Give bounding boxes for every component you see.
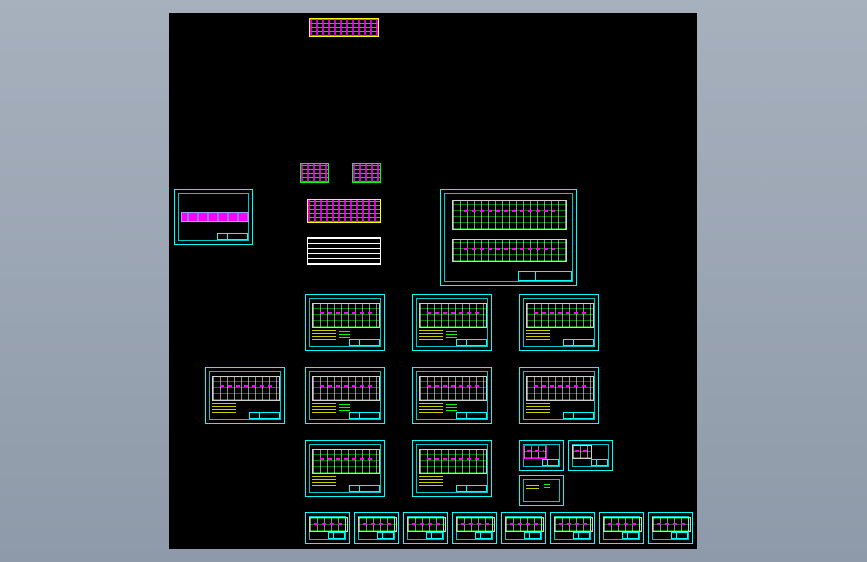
drawing-sheet-bottom-3[interactable] bbox=[403, 512, 448, 544]
detail-drawing-b[interactable] bbox=[352, 163, 381, 183]
drawing-sheet-r1-c2[interactable] bbox=[412, 294, 492, 351]
title-block bbox=[562, 412, 594, 419]
drawing-sheet-bottom-4[interactable] bbox=[452, 512, 497, 544]
title-block bbox=[541, 459, 559, 466]
drawing-sheet-bottom-8[interactable] bbox=[648, 512, 693, 544]
drawing-sheet-r2-c2[interactable] bbox=[412, 367, 492, 424]
title-block bbox=[376, 532, 394, 539]
drawing-sheet-r2-c3[interactable] bbox=[519, 367, 599, 424]
title-block bbox=[562, 339, 594, 346]
title-block bbox=[327, 532, 345, 539]
drawing-sheet-r3-c1[interactable] bbox=[305, 440, 385, 497]
title-block bbox=[217, 233, 248, 240]
drawing-sheet-bottom-1[interactable] bbox=[305, 512, 350, 544]
drawing-sheet-main[interactable] bbox=[440, 189, 577, 286]
top-plan-drawing[interactable] bbox=[309, 18, 379, 37]
drawing-sheet-r2-c1[interactable] bbox=[305, 367, 385, 424]
title-block bbox=[621, 532, 639, 539]
title-block bbox=[455, 412, 487, 419]
title-block bbox=[348, 485, 380, 492]
drawing-sheet-elevation[interactable] bbox=[174, 189, 253, 245]
title-block bbox=[348, 412, 380, 419]
title-block bbox=[474, 532, 492, 539]
drawing-sheet-r1-c3[interactable] bbox=[519, 294, 599, 351]
drawing-sheet-bottom-2[interactable] bbox=[354, 512, 399, 544]
drawing-sheet-left-row2[interactable] bbox=[205, 367, 285, 424]
drawing-sheet-small-b[interactable] bbox=[568, 440, 613, 471]
drawing-sheet-r3-c2[interactable] bbox=[412, 440, 492, 497]
title-block bbox=[590, 459, 608, 466]
detail-drawing-a[interactable] bbox=[300, 163, 329, 183]
title-block bbox=[518, 271, 572, 281]
section-drawing[interactable] bbox=[307, 237, 381, 265]
elevation-strip bbox=[181, 212, 249, 222]
drawing-sheet-small-a[interactable] bbox=[519, 440, 564, 471]
title-block bbox=[425, 532, 443, 539]
drawing-sheet-bottom-7[interactable] bbox=[599, 512, 644, 544]
title-block bbox=[348, 339, 380, 346]
title-block bbox=[523, 532, 541, 539]
drawing-sheet-bottom-5[interactable] bbox=[501, 512, 546, 544]
drawing-sheet-bottom-6[interactable] bbox=[550, 512, 595, 544]
title-block bbox=[455, 339, 487, 346]
drawing-sheet-r1-c1[interactable] bbox=[305, 294, 385, 351]
cad-model-space[interactable] bbox=[169, 13, 697, 549]
title-block bbox=[248, 412, 280, 419]
drawing-sheet-small-c[interactable] bbox=[519, 475, 564, 506]
title-block bbox=[455, 485, 487, 492]
floor-plan-drawing[interactable] bbox=[307, 199, 381, 223]
title-block bbox=[572, 532, 590, 539]
title-block bbox=[670, 532, 688, 539]
